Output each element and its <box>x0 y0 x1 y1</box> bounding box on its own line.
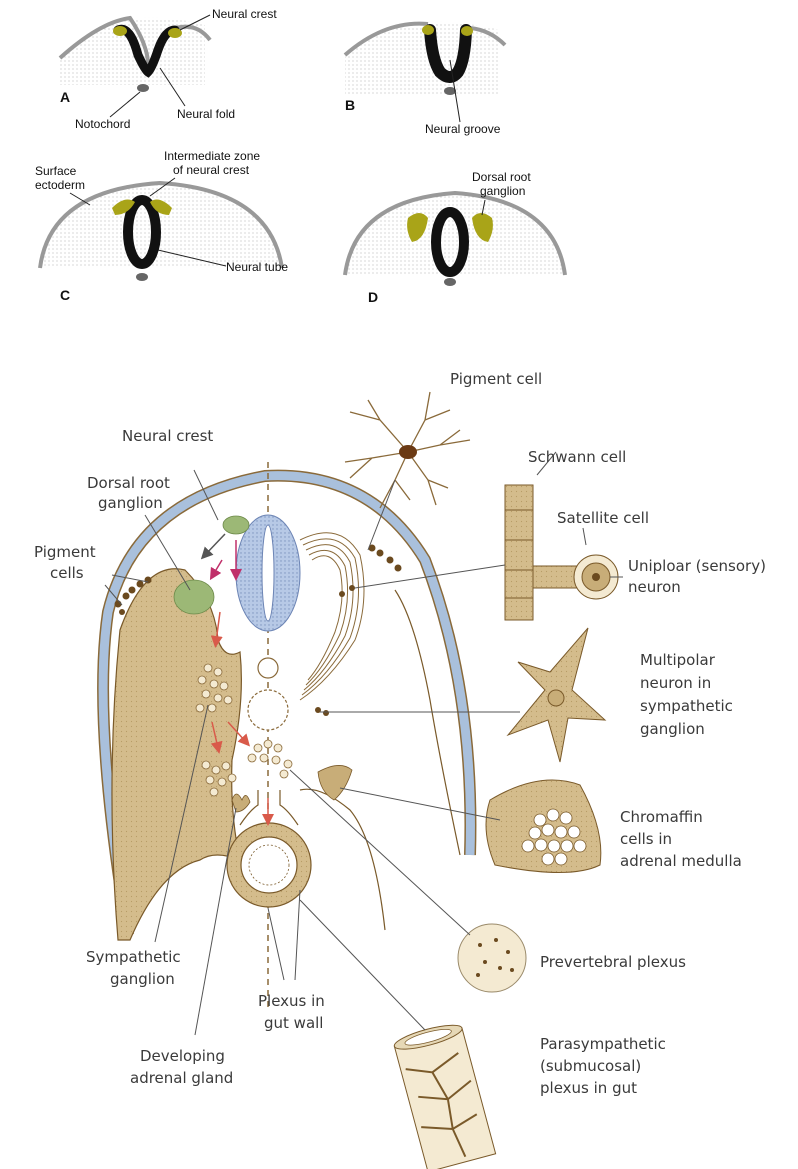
gut-plexus-detail <box>392 1020 495 1169</box>
chromaffin-detail <box>486 780 601 873</box>
preaortic-cells <box>248 740 292 778</box>
panel-b-letter: B <box>345 97 355 113</box>
neural-crest-b-right <box>461 26 473 36</box>
adrenal-small <box>318 765 352 800</box>
label-multipolar-2: neuron in <box>640 674 711 692</box>
label-neural-crest-main: Neural crest <box>122 427 213 445</box>
neural-crest-main <box>223 516 249 534</box>
label-multipolar-3: sympathetic <box>640 697 733 715</box>
label-unipolar-1: Uniploar (sensory) <box>628 557 766 575</box>
neural-crest-a-left <box>113 26 127 36</box>
notochord-c <box>136 273 148 281</box>
label-surface-2: ectoderm <box>35 178 85 192</box>
multipolar-neuron <box>508 628 605 762</box>
label-parasym-1: Parasympathetic <box>540 1035 666 1053</box>
mesoderm-b <box>345 22 500 95</box>
label-parasym-3: plexus in gut <box>540 1079 637 1097</box>
label-schwann-cell: Schwann cell <box>528 448 626 466</box>
label-multipolar-1: Multipolar <box>640 651 716 669</box>
panel-d-letter: D <box>368 289 378 305</box>
label-neural-crest: Neural crest <box>212 7 277 21</box>
label-drg-main-2: ganglion <box>98 494 163 512</box>
label-prevertebral: Prevertebral plexus <box>540 953 686 971</box>
dorsal-root-ganglion-main <box>174 580 214 614</box>
label-intermediate-2: of neural crest <box>173 163 250 177</box>
label-parasym-2: (submucosal) <box>540 1057 641 1075</box>
adrenal-bump <box>232 794 250 812</box>
label-chromaffin-2: cells in <box>620 830 672 848</box>
label-neural-fold: Neural fold <box>177 107 235 121</box>
label-adrenal-2: adrenal gland <box>130 1069 233 1087</box>
panel-d: D Dorsal root ganglion <box>345 170 565 305</box>
prevertebral-detail <box>458 924 526 992</box>
label-chromaffin-1: Chromaffin <box>620 808 703 826</box>
label-neural-tube: Neural tube <box>226 260 288 274</box>
label-neural-groove: Neural groove <box>425 122 501 136</box>
label-satellite-cell: Satellite cell <box>557 509 649 527</box>
schwann-detail <box>505 485 618 620</box>
body-wall-right <box>300 789 385 930</box>
label-plexus-gut-2: gut wall <box>264 1014 323 1032</box>
label-surface-1: Surface <box>35 164 77 178</box>
notochord-a <box>137 84 149 92</box>
label-drg-1: Dorsal root <box>472 170 531 184</box>
notochord-main <box>258 658 278 678</box>
label-sympathetic-1: Sympathetic <box>86 948 181 966</box>
notochord-d <box>444 278 456 286</box>
panel-c-letter: C <box>60 287 70 303</box>
panel-a: A Neural crest Notochord Neural fold <box>60 7 277 131</box>
label-pigment-cells-2: cells <box>50 564 84 582</box>
label-drg-2: ganglion <box>480 184 525 198</box>
label-multipolar-4: ganglion <box>640 720 705 738</box>
label-notochord: Notochord <box>75 117 130 131</box>
label-pigment-cell: Pigment cell <box>450 370 542 388</box>
panel-b: B Neural groove <box>345 22 505 136</box>
neural-crest-b-left <box>422 25 434 35</box>
label-plexus-gut-1: Plexus in <box>258 992 325 1010</box>
label-sympathetic-2: ganglion <box>110 970 175 988</box>
label-pigment-cells-1: Pigment <box>34 543 96 561</box>
mesoderm-c <box>40 183 282 268</box>
panel-a-letter: A <box>60 89 70 105</box>
label-chromaffin-3: adrenal medulla <box>620 852 742 870</box>
panel-c: C Surface ectoderm Intermediate zone of … <box>35 149 288 303</box>
nerve-fibers <box>300 533 364 700</box>
aorta <box>248 690 288 730</box>
label-adrenal-1: Developing <box>140 1047 225 1065</box>
label-intermediate-1: Intermediate zone <box>164 149 260 163</box>
label-drg-main-1: Dorsal root <box>87 474 170 492</box>
label-unipolar-2: neuron <box>628 578 681 596</box>
